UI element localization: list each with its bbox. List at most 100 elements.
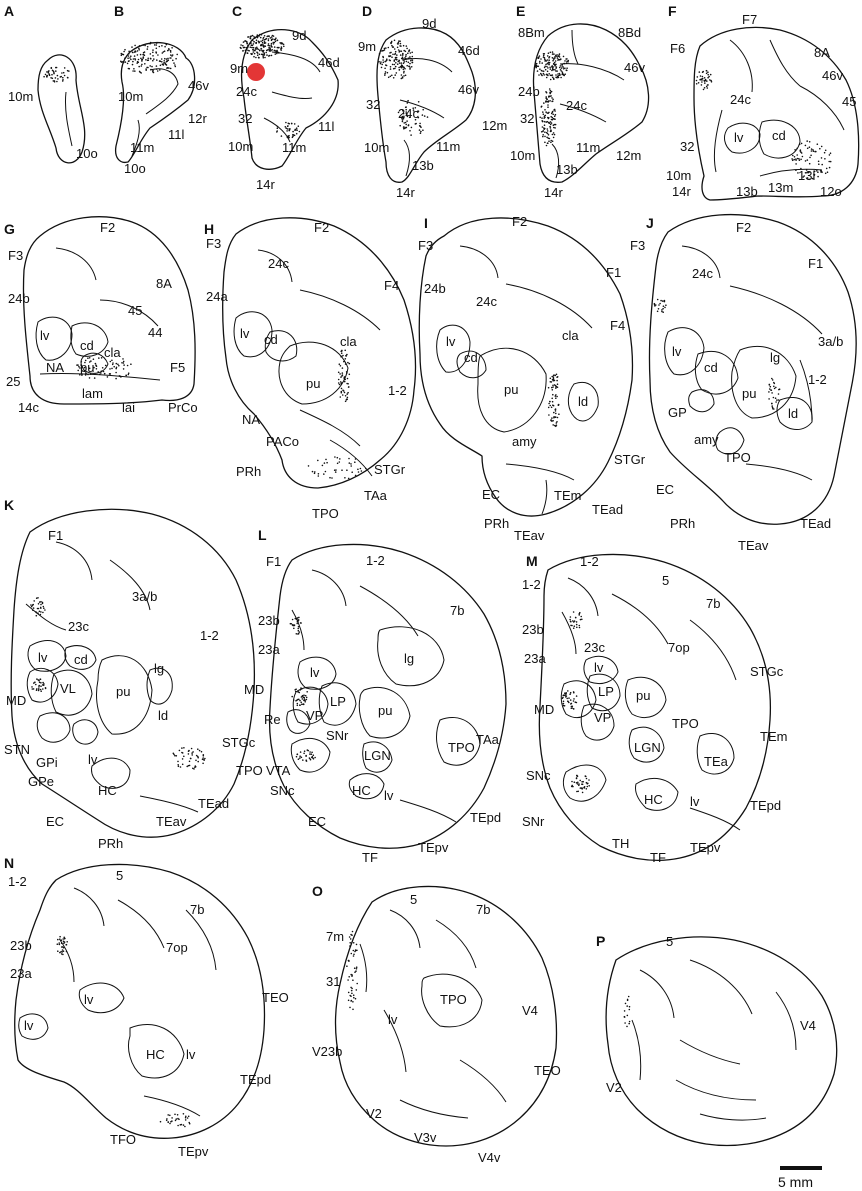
labeled-cell-dot [262, 55, 265, 57]
labeled-cell-dot [544, 68, 547, 71]
area-label: 14r [256, 177, 275, 192]
area-label: cd [74, 652, 88, 667]
area-label: 23b [258, 613, 280, 628]
labeled-cell-dot [556, 416, 559, 419]
labeled-cell-dot [198, 749, 201, 752]
labeled-cell-dot [251, 39, 254, 42]
label-density-dots [547, 373, 560, 428]
labeled-cell-dot [167, 49, 169, 52]
labeled-cell-dot [304, 694, 307, 697]
labeled-cell-dot [192, 767, 194, 770]
labeled-cell-dot [56, 80, 58, 83]
labeled-cell-dot [152, 59, 154, 62]
sulcus-line [729, 285, 823, 335]
labeled-cell-dot [697, 82, 700, 84]
labeled-cell-dot [270, 44, 273, 46]
area-label: TEm [554, 488, 581, 503]
sulcus-line [675, 1079, 757, 1101]
nucleus-outline [635, 777, 679, 811]
labeled-cell-dot [263, 46, 265, 48]
area-label: lv [186, 1047, 196, 1062]
labeled-cell-dot [663, 299, 666, 302]
labeled-cell-dot [346, 469, 348, 472]
labeled-cell-dot [775, 386, 777, 389]
labeled-cell-dot [166, 60, 168, 62]
labeled-cell-dot [78, 365, 80, 368]
labeled-cell-dot [263, 35, 266, 37]
labeled-cell-dot [162, 63, 164, 65]
labeled-cell-dot [280, 46, 283, 48]
labeled-cell-dot [409, 56, 411, 58]
area-label: V2 [606, 1080, 622, 1095]
labeled-cell-dot [111, 359, 113, 362]
labeled-cell-dot [269, 37, 272, 39]
labeled-cell-dot [538, 62, 541, 64]
labeled-cell-dot [545, 76, 548, 79]
labeled-cell-dot [188, 1121, 190, 1124]
sulcus-line [143, 1095, 201, 1117]
labeled-cell-dot [181, 747, 183, 749]
labeled-cell-dot [394, 74, 397, 76]
nucleus-outline [628, 726, 665, 763]
labeled-cell-dot [552, 66, 555, 68]
labeled-cell-dot [402, 44, 405, 47]
labeled-cell-dot [544, 116, 546, 119]
labeled-cell-dot [339, 373, 341, 375]
nucleus-outline [696, 733, 735, 775]
labeled-cell-dot [800, 158, 802, 161]
labeled-cell-dot [120, 52, 123, 55]
labeled-cell-dot [393, 59, 396, 61]
labeled-cell-dot [347, 383, 349, 385]
labeled-cell-dot [558, 413, 560, 416]
labeled-cell-dot [77, 369, 79, 372]
labeled-cell-dot [581, 781, 583, 783]
area-label: TF [362, 850, 378, 865]
labeled-cell-dot [553, 62, 555, 65]
labeled-cell-dot [174, 1113, 176, 1116]
labeled-cell-dot [575, 621, 578, 623]
labeled-cell-dot [351, 471, 354, 474]
label-density-dots [289, 616, 302, 635]
labeled-cell-dot [559, 65, 562, 67]
labeled-cell-dot [579, 779, 581, 782]
area-label: pu [504, 382, 518, 397]
area-label: 24c [268, 256, 289, 271]
labeled-cell-dot [312, 754, 315, 756]
nucleus-outline [348, 773, 385, 800]
ventricle-outline [35, 316, 73, 361]
labeled-cell-dot [400, 62, 403, 64]
labeled-cell-dot [828, 154, 831, 156]
labeled-cell-dot [401, 77, 404, 79]
labeled-cell-dot [623, 1016, 626, 1018]
labeled-cell-dot [348, 462, 351, 464]
labeled-cell-dot [53, 72, 55, 75]
labeled-cell-dot [397, 41, 400, 44]
labeled-cell-dot [35, 683, 37, 686]
labeled-cell-dot [297, 633, 300, 635]
labeled-cell-dot [547, 67, 549, 69]
labeled-cell-dot [131, 51, 134, 54]
labeled-cell-dot [297, 620, 299, 623]
labeled-cell-dot [410, 66, 413, 68]
labeled-cell-dot [155, 65, 158, 67]
label-density-dots [570, 774, 590, 794]
area-label: 32 [366, 97, 380, 112]
labeled-cell-dot [564, 73, 566, 75]
labeled-cell-dot [399, 40, 401, 42]
labeled-cell-dot [141, 58, 143, 61]
labeled-cell-dot [399, 45, 401, 47]
labeled-cell-dot [542, 54, 545, 57]
area-label: 1-2 [522, 577, 541, 592]
labeled-cell-dot [42, 681, 44, 684]
panel-letter: G [4, 221, 15, 237]
labeled-cell-dot [354, 997, 357, 1000]
labeled-cell-dot [171, 47, 173, 49]
labeled-cell-dot [197, 748, 199, 750]
labeled-cell-dot [62, 950, 65, 952]
panel-letter: A [4, 3, 14, 19]
labeled-cell-dot [549, 95, 551, 98]
labeled-cell-dot [299, 755, 301, 757]
labeled-cell-dot [255, 46, 258, 49]
labeled-cell-dot [296, 622, 299, 625]
